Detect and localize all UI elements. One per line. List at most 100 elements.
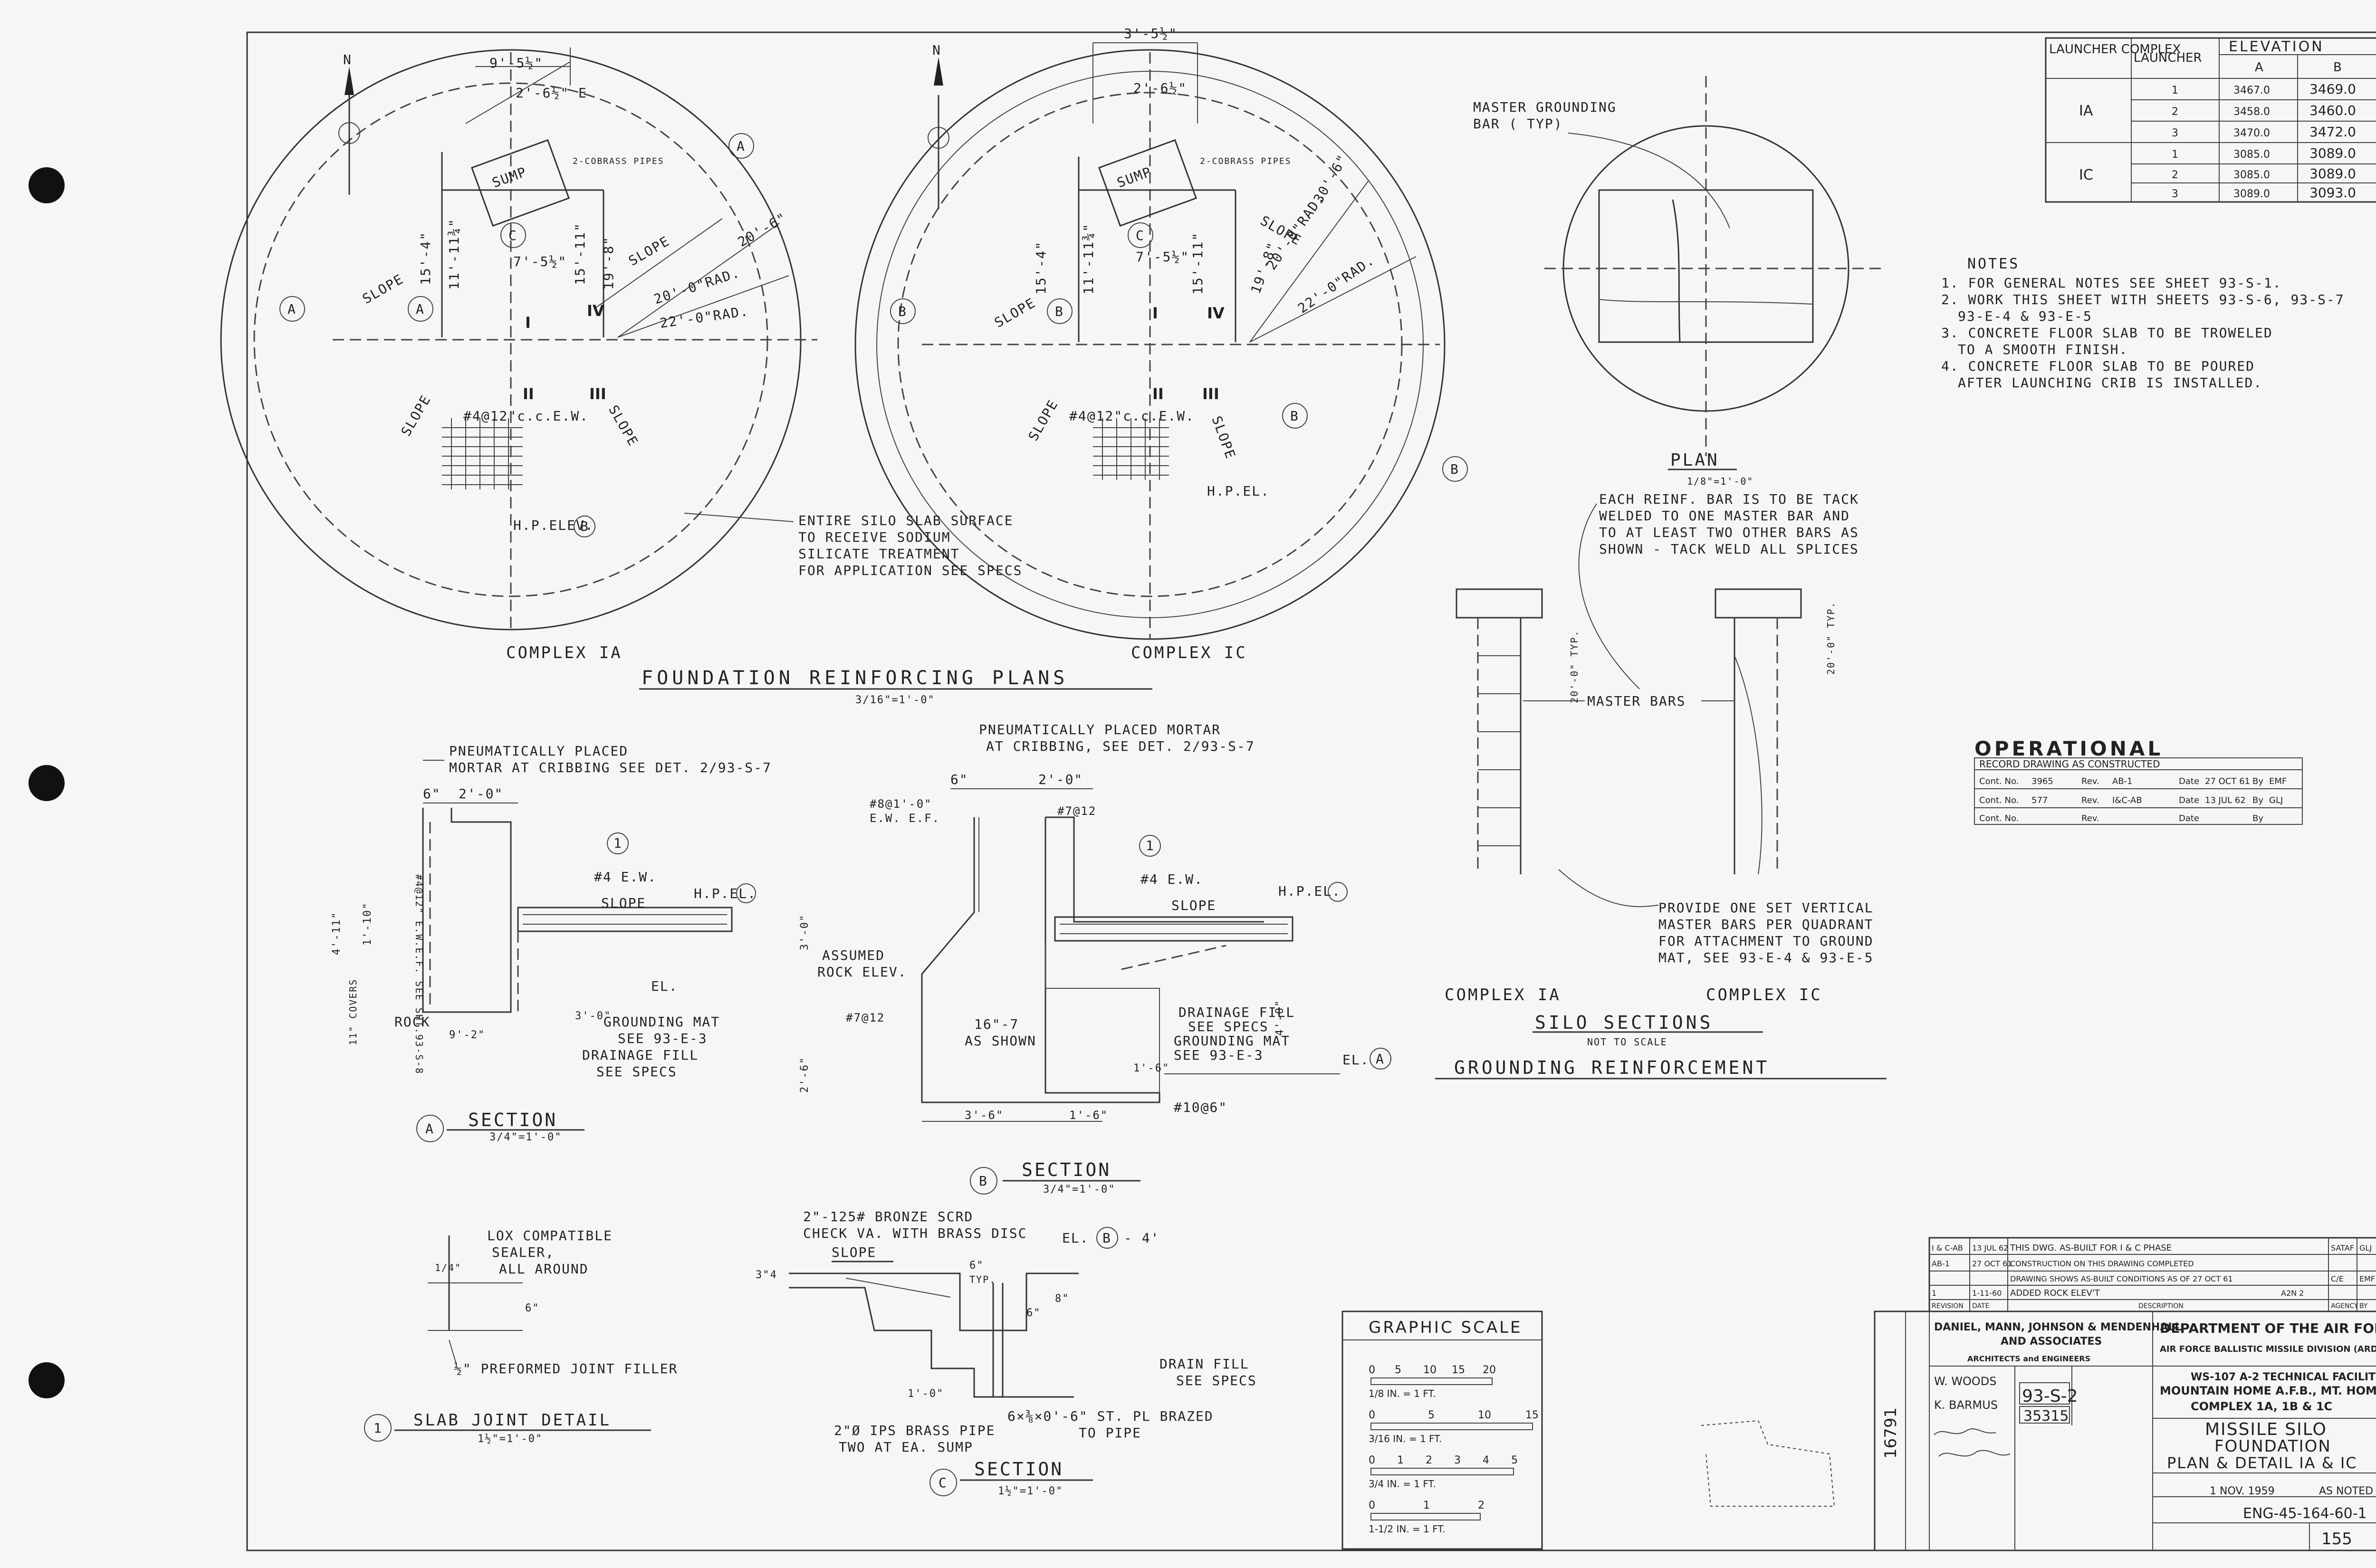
note-1: 1. FOR GENERAL NOTES SEE SHEET 93-S-1.: [1941, 275, 2282, 291]
table-r6-b: 3093.0: [2309, 185, 2356, 201]
note-3b: TO A SMOOTH FINISH.: [1958, 342, 2128, 357]
rev1-no: I & C-AB: [1932, 1243, 1963, 1252]
sb-dim-2-6: 2'-6": [799, 1057, 811, 1093]
sj-title: SLAB JOINT DETAIL: [413, 1411, 611, 1430]
table-r2-b: 3460.0: [2309, 103, 2356, 118]
graphic-scale-title: GRAPHIC SCALE: [1369, 1318, 1523, 1337]
ic-slope-1: SLOPE: [992, 295, 1038, 331]
ia-callout-a-top: A: [737, 138, 746, 154]
ic-sump-label: SUMP: [1115, 164, 1154, 191]
drawing-scale: AS NOTED: [2319, 1485, 2373, 1497]
table-r2-a: 3458.0: [2233, 106, 2270, 118]
op-r2-cont: Cont. No.: [1979, 795, 2019, 805]
table-header-complex: LAUNCHER COMPLEX: [2049, 42, 2181, 57]
provide-note-4: MAT, SEE 93-E-4 & 93-E-5: [1658, 950, 1874, 966]
table-r3-a: 3470.0: [2233, 127, 2270, 139]
sa-dim-4-11: 4'-11": [331, 912, 343, 955]
ia-quadrant-1: I: [525, 314, 531, 332]
table-r4-launcher: 1: [2172, 149, 2178, 161]
sc-pipe-1: 2"Ø IPS BRASS PIPE: [834, 1423, 995, 1438]
sb-grounding-2: SEE 93-E-3: [1174, 1047, 1264, 1063]
gs2-t0: 0: [1369, 1409, 1375, 1421]
location-sketch: [1701, 1420, 1835, 1507]
sa-el: EL.: [651, 978, 678, 994]
title-plan-detail: PLAN & DETAIL IA & IC: [2167, 1454, 2357, 1472]
tack-note-1: EACH REINF. BAR IS TO BE TACK: [1599, 491, 1859, 507]
ic-slope-4: SLOPE: [1208, 414, 1238, 461]
gs1-t2: 10: [1423, 1364, 1437, 1376]
table-r6-a: 3089.0: [2233, 188, 2270, 200]
ia-quadrant-2: II: [523, 385, 534, 403]
rev1-agency: SATAF: [2331, 1243, 2354, 1252]
rev-header-by: BY: [2359, 1302, 2368, 1310]
ia-pipes-label: 2-COBRASS PIPES: [573, 156, 664, 166]
sc-dim-typ: TYP.: [969, 1274, 996, 1285]
silica-line-3: SILICATE TREATMENT: [798, 546, 959, 562]
complex-ic-plan: N 3'-5½" 2'-6½" 7'-5½" 15'-4" 11'-11¾" 1…: [854, 26, 1468, 640]
rev-header-revision: REVISION: [1932, 1302, 1964, 1310]
silo-dim-left: 20'-0" TYP.: [1569, 630, 1580, 703]
rev1-date: 13 JUL 62: [1972, 1243, 2008, 1252]
op-r1-rev: Rev.: [2081, 776, 2099, 786]
gs4-label: 1-1/2 IN. = 1 FT.: [1369, 1523, 1446, 1535]
sheet-number: 93-S-2: [2022, 1386, 2078, 1406]
sa-vertical-bars: #4@12" E.W.E.F. SEE SHT.93-S-8: [413, 874, 425, 1074]
op-r2-by: By: [2252, 795, 2263, 805]
section-c: 2"-125# BRONZE SCRD CHECK VA. WITH BRASS…: [756, 1209, 1256, 1497]
ic-quadrant-1: I: [1152, 304, 1158, 322]
title-block: DANIEL, MANN, JOHNSON & MENDENHALL AND A…: [1874, 1310, 2376, 1551]
sb-hp: H.P.EL.: [1278, 883, 1341, 899]
gs3-t0: 0: [1369, 1454, 1375, 1466]
master-bar-line-2: BAR ( TYP): [1473, 116, 1563, 132]
plans-scale: 3/16"=1'-0": [855, 694, 935, 706]
op-r2-rev: Rev.: [2081, 795, 2099, 805]
sc-check-1: 2"-125# BRONZE SCRD: [803, 1209, 973, 1224]
sb-grounding-1: GROUNDING MAT: [1174, 1033, 1290, 1049]
table-r1-b: 3469.0: [2309, 81, 2356, 97]
sc-scale: 1½"=1'-0": [998, 1485, 1063, 1497]
rev1-desc: THIS DWG. AS-BUILT FOR I & C PHASE: [2010, 1243, 2172, 1253]
sj-line-1: LOX COMPATIBLE: [487, 1228, 613, 1243]
sa-rebar: #4 E.W.: [594, 869, 657, 885]
sc-dim-6a: 6": [969, 1260, 984, 1272]
ic-dim-e: 2'-6½": [1133, 80, 1187, 96]
rev3-date: 1-11-60: [1972, 1289, 2002, 1298]
sa-dim-3-0: 3'-0": [575, 1010, 611, 1022]
table-r6-launcher: 3: [2172, 188, 2178, 200]
sb-dim-7-12: #7@12: [1057, 804, 1096, 818]
silo-complex-ia: COMPLEX IA: [1445, 985, 1561, 1004]
ballistic-division: AIR FORCE BALLISTIC MISSILE DIVISION (AR…: [2160, 1344, 2376, 1354]
ia-rad-22: 22'-0"RAD.: [659, 303, 749, 331]
gs2-t5: 15: [1525, 1409, 1539, 1421]
sa-dim-1-10: 1'-10": [362, 902, 374, 946]
table-r5-launcher: 2: [2172, 169, 2178, 181]
sb-detail-1: 1: [1146, 838, 1155, 853]
ia-sump-label: SUMP: [490, 164, 529, 191]
sc-el-suffix: - 4': [1124, 1230, 1159, 1246]
sc-el-callout: B: [1102, 1230, 1111, 1246]
note-2b: 93-E-4 & 93-E-5: [1958, 308, 2092, 324]
ic-pipes-label: 2-COBRASS PIPES: [1200, 156, 1292, 166]
sc-plate-1: 6×⅜×0'-6" ST. PL BRAZED: [1007, 1408, 1214, 1424]
ia-slope-2: SLOPE: [626, 233, 672, 269]
ia-dim-e: 2'-6½" E: [516, 85, 587, 101]
ic-dim-top: 3'-5½": [1124, 26, 1178, 41]
svg-text:N: N: [932, 42, 941, 58]
gs4-t1: 1: [1423, 1500, 1430, 1511]
sj-dim-quarter: 1/4": [435, 1262, 461, 1273]
ia-dim-right-2: 19'-8": [601, 236, 616, 290]
master-bars-label: MASTER BARS: [1587, 693, 1686, 709]
sb-mortar-1: PNEUMATICALLY PLACED MORTAR: [979, 722, 1221, 737]
ic-rebar-label: #4@12"c.c.E.W.: [1069, 408, 1195, 424]
op-r3-rev: Rev.: [2081, 813, 2099, 823]
table-r4-b: 3089.0: [2309, 145, 2356, 161]
table-header-a: A: [2255, 60, 2263, 75]
sa-drainage-2: SEE SPECS: [596, 1064, 677, 1080]
ia-dim-right-1: 15'-11": [572, 222, 588, 285]
tack-note-2: WELDED TO ONE MASTER BAR AND: [1599, 508, 1850, 524]
grounding-plan: MASTER GROUNDING BAR ( TYP) PLAN 1/8"=1'…: [1473, 76, 1887, 689]
firm-associates: AND ASSOCIATES: [2001, 1336, 2102, 1348]
sa-title: SECTION: [468, 1109, 557, 1130]
op-r2-rev-val: I&C-AB: [2112, 795, 2142, 805]
ia-hp-label: H.P.ELEV.: [513, 517, 594, 533]
